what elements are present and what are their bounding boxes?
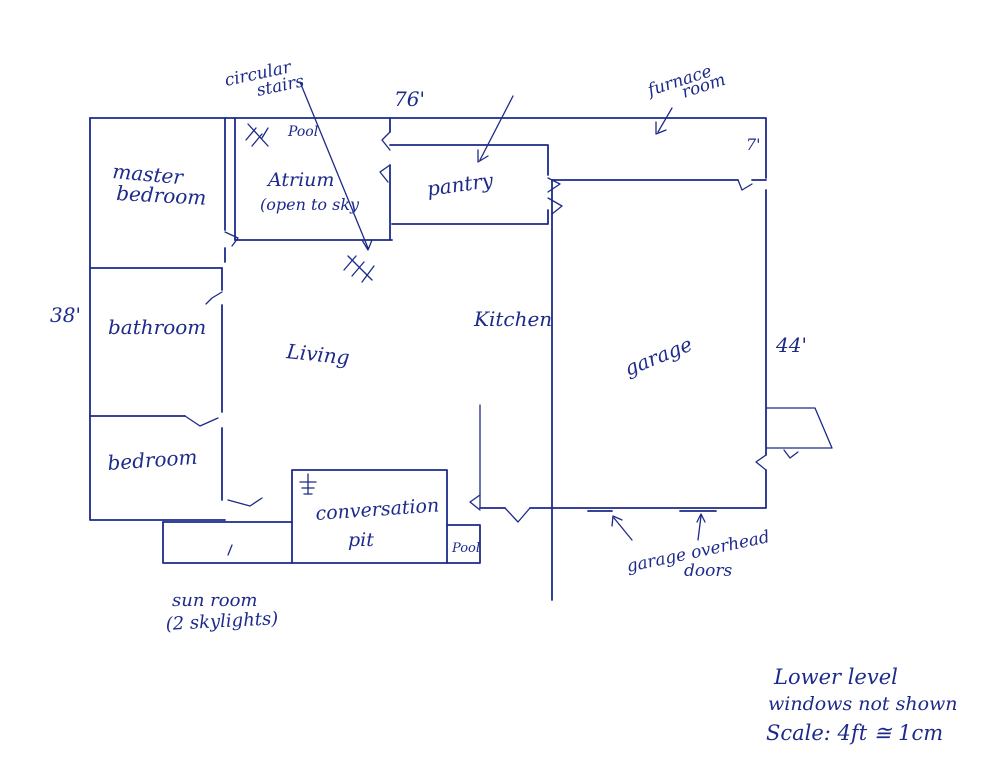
pantry-label: pantry: [425, 168, 495, 201]
height-dimension: 38': [50, 303, 81, 327]
sun-room-label: sun room: [172, 590, 258, 611]
interior-walls: [89, 117, 833, 564]
master-bedroom-label: bedroom: [116, 181, 207, 210]
small-dimension: 7': [746, 135, 761, 154]
note-lower-level: Lower level: [773, 665, 898, 689]
kitchen-label: Kitchen: [473, 307, 552, 331]
bedroom-label: bedroom: [107, 445, 199, 475]
leader-arrows: [227, 81, 706, 556]
bathroom-label: bathroom: [108, 315, 206, 339]
conversation-pit-label: pit: [348, 529, 374, 551]
garage-label: garage: [621, 332, 696, 381]
living-label: Living: [284, 339, 350, 370]
plan-notes: Lower level windows not shown Scale: 4ft…: [766, 665, 958, 745]
door-swings: [184, 131, 799, 523]
garage-doors-label: doors: [684, 561, 732, 581]
note-windows: windows not shown: [768, 693, 958, 715]
note-scale: Scale: 4ft ≅ 1cm: [766, 721, 943, 745]
circular-stairs-icon: [245, 123, 269, 147]
pool-label: Pool: [287, 124, 318, 140]
circular-stairs-icon: [343, 255, 375, 283]
sun-room-label: (2 skylights): [165, 608, 279, 635]
dimension-labels: 76' 38' 44' 7': [50, 87, 807, 357]
garage-depth-dimension: 44': [775, 333, 807, 357]
conversation-pit-label: conversation: [315, 494, 440, 525]
room-labels: master bedroom bathroom bedroom Atrium (…: [107, 124, 696, 556]
atrium-label: Atrium: [266, 169, 334, 191]
atrium-label: (open to sky: [260, 195, 360, 214]
width-dimension: 76': [394, 87, 425, 111]
steps-down-icon: [299, 473, 317, 495]
pool-label: Pool: [451, 541, 480, 556]
